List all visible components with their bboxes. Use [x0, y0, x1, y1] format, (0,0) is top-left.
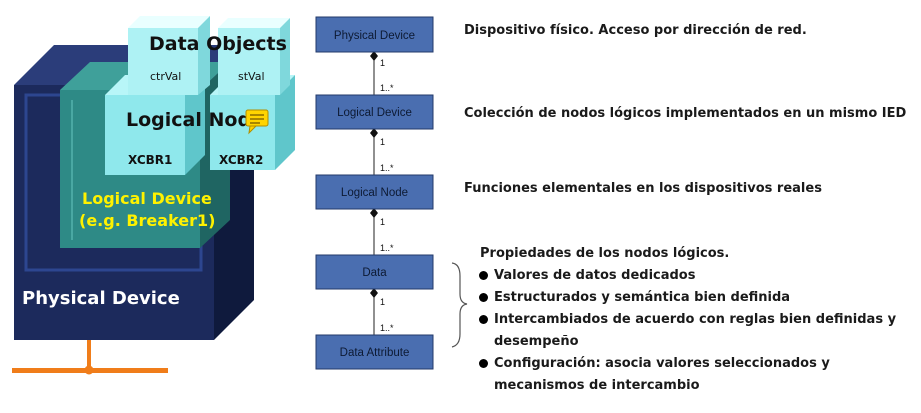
mult-3-bottom: 1..*: [380, 243, 394, 253]
property-item: Estructurados y semántica bien definida: [476, 287, 916, 309]
comment-icon[interactable]: [245, 109, 269, 135]
aggregation-diamond-3: [370, 208, 378, 218]
property-item: Configuración: asocia valores selecciona…: [476, 353, 916, 397]
uml-label-logical-device: Logical Device: [337, 107, 412, 119]
data-objects-label: Data Objects: [149, 33, 287, 55]
xcbr1-node-front: [105, 95, 185, 175]
xcbr2-label: XCBR2: [219, 153, 263, 167]
ctrval-object-front: [128, 28, 198, 95]
mult-3-top: 1: [380, 217, 385, 227]
uml-box-logical-node: [315, 174, 434, 210]
uml-hierarchy: 1 1..* 1 1..* 1 1..* 1 1..* Physical Dev…: [315, 16, 434, 370]
xcbr1-label: XCBR1: [128, 153, 172, 167]
xcbr2-node-side: [275, 75, 295, 170]
uml-box-physical-device: [315, 16, 434, 53]
properties-list: Valores de datos dedicados Estructurados…: [476, 265, 916, 397]
mult-1-top: 1: [380, 58, 385, 68]
device-stack: Data Objects ctrVal stVal Logical Node X…: [12, 16, 295, 375]
ctrval-object-top: [128, 16, 210, 28]
xcbr1-node-side: [185, 75, 205, 175]
uml-box-logical-device: [315, 94, 434, 130]
mult-4-top: 1: [380, 297, 385, 307]
properties-brace: [451, 262, 468, 348]
physical-device-label: Physical Device: [22, 288, 180, 309]
ctrval-label: ctrVal: [150, 70, 181, 83]
aggregation-diamond-4: [370, 288, 378, 298]
logical-node-properties: Propiedades de los nodos lógicos. Valore…: [476, 243, 916, 397]
mult-2-bottom: 1..*: [380, 163, 394, 173]
network-stem: [87, 340, 91, 370]
stval-label: stVal: [238, 70, 265, 83]
network-connection-point: [84, 365, 94, 375]
aggregation-diamond-2: [370, 128, 378, 138]
property-item: Intercambiados de acuerdo con reglas bie…: [476, 309, 916, 353]
logical-node-label: Logical Node: [126, 109, 264, 131]
desc-logical-device: Colección de nodos lógicos implementados…: [464, 106, 907, 121]
aggregation-diamond-1: [370, 51, 378, 61]
ctrval-object-side: [198, 16, 210, 95]
desc-physical-device: Dispositivo físico. Acceso por dirección…: [464, 23, 807, 38]
mult-1-bottom: 1..*: [380, 83, 394, 93]
uml-label-logical-node: Logical Node: [341, 187, 408, 199]
logical-device-example-label: (e.g. Breaker1): [79, 211, 215, 230]
stval-object-side: [280, 18, 290, 95]
uml-box-data-attribute: [315, 334, 434, 370]
properties-title: Propiedades de los nodos lógicos.: [480, 246, 730, 261]
desc-logical-node: Funciones elementales en los dispositivo…: [464, 181, 822, 196]
logical-device-label: Logical Device: [82, 189, 212, 208]
uml-label-physical-device: Physical Device: [334, 30, 415, 42]
stval-object-top: [218, 18, 290, 28]
xcbr2-node-front: [210, 95, 275, 170]
stval-object-front: [218, 28, 280, 95]
property-item: Valores de datos dedicados: [476, 265, 916, 287]
mult-2-top: 1: [380, 137, 385, 147]
mult-4-bottom: 1..*: [380, 323, 394, 333]
uml-label-data: Data: [362, 267, 387, 279]
uml-box-data: [315, 254, 434, 290]
uml-label-data-attribute: Data Attribute: [340, 347, 410, 359]
